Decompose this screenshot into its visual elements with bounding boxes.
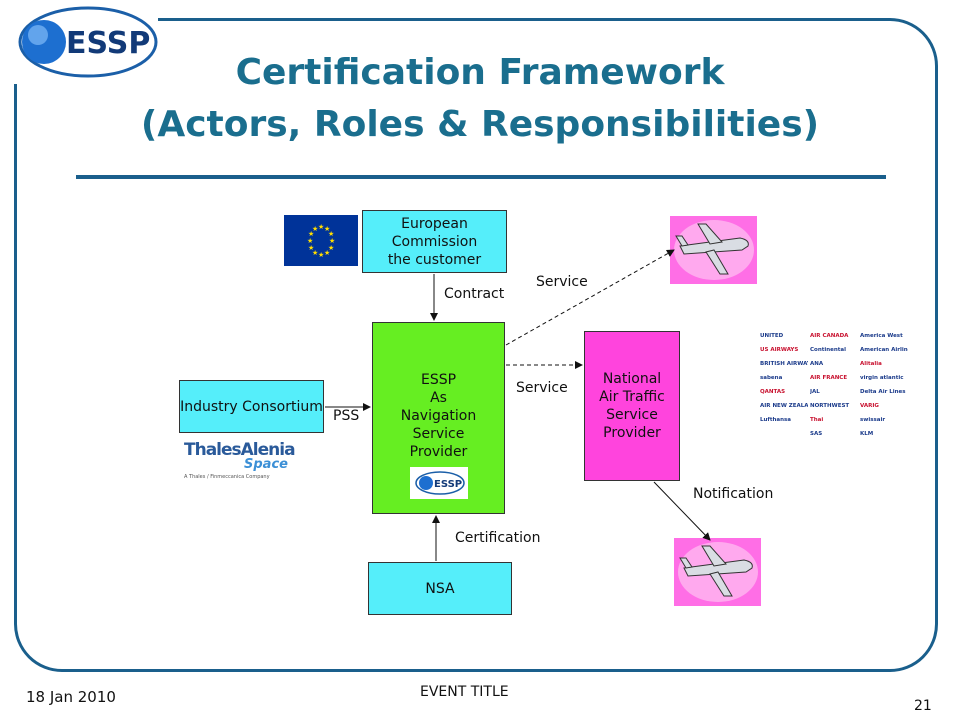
slide-title-line-2: (Actors, Roles & Responsibilities) xyxy=(140,104,820,145)
airline-logo: AIR NEW ZEALAND xyxy=(760,403,808,409)
notification-label: Notification xyxy=(693,486,774,502)
airline-logo: AIR CANADA xyxy=(810,333,849,339)
essp-line-3: Navigation xyxy=(400,408,477,424)
airline-logo: JAL xyxy=(810,389,820,395)
eu-flag-icon: ★★★ ★★★ ★★★ ★★★ xyxy=(284,215,358,266)
airline-logo: AIR FRANCE xyxy=(810,375,848,381)
svg-text:★: ★ xyxy=(312,249,318,257)
airline-logo: SAS xyxy=(810,431,823,437)
airline-logo: UNITED xyxy=(760,333,784,339)
ec-line-2: Commission xyxy=(391,233,478,250)
svg-text:★: ★ xyxy=(329,237,335,245)
airline-logo: QANTAS xyxy=(760,389,786,395)
essp-line-1: ESSP xyxy=(420,372,457,388)
airline-logo: Delta Air Lines xyxy=(860,389,906,395)
airline-logo: Lufthansa xyxy=(760,417,791,423)
essp-logo: ESSP xyxy=(18,6,158,78)
slide-title-line-1: Certification Framework xyxy=(235,52,725,93)
svg-text:★: ★ xyxy=(318,251,324,259)
national-air-traffic-service-provider-box: National Air Traffic Service Provider xyxy=(584,331,680,481)
nsa-box: NSA xyxy=(368,562,512,615)
svg-text:★: ★ xyxy=(318,223,324,231)
airplane-image-bottom xyxy=(674,538,761,606)
natsp-line-3: Service xyxy=(606,407,658,423)
industry-consortium-box: Industry Consortium xyxy=(179,380,324,433)
slide-frame xyxy=(14,18,938,672)
essp-navigation-service-provider-box: ESSP As Navigation Service Provider ESSP xyxy=(372,322,505,514)
airline-logo: swissair xyxy=(860,417,886,423)
airline-logo: US AIRWAYS xyxy=(760,347,799,353)
svg-text:★: ★ xyxy=(312,225,318,233)
service-label-mid: Service xyxy=(516,380,568,396)
service-label-top: Service xyxy=(536,274,588,290)
essp-small-logo: ESSP xyxy=(409,467,468,499)
svg-text:★: ★ xyxy=(328,230,334,238)
ec-line-1: European xyxy=(401,215,468,232)
svg-text:★: ★ xyxy=(308,244,314,252)
essp-small-logo-text: ESSP xyxy=(434,479,462,490)
thales-logo-line-2: Space xyxy=(244,457,288,472)
svg-text:★: ★ xyxy=(328,244,334,252)
airline-logo: KLM xyxy=(860,431,874,437)
airline-logo: American Airlines xyxy=(860,347,908,353)
european-commission-box: European Commission the customer xyxy=(362,210,507,273)
essp-line-2: As xyxy=(430,390,447,406)
contract-label: Contract xyxy=(444,286,505,302)
airline-logo: NORTHWEST xyxy=(810,403,850,409)
airline-logo: Alitalia xyxy=(860,361,882,367)
page-number: 21 xyxy=(914,698,932,714)
thales-alenia-space-logo: ThalesAlenia Space A Thales / Finmeccani… xyxy=(184,440,296,486)
essp-logo-text: ESSP xyxy=(66,26,150,61)
svg-text:★: ★ xyxy=(324,249,330,257)
airline-logos: UNITED AIR CANADA America West US AIRWAYS Co… xyxy=(760,330,910,444)
footer-date: 18 Jan 2010 xyxy=(26,688,116,706)
svg-text:★: ★ xyxy=(308,230,314,238)
pss-label: PSS xyxy=(333,408,360,424)
thales-logo-line-1: ThalesAlenia xyxy=(184,440,296,460)
airline-logo: VARIG xyxy=(860,403,879,409)
essp-line-5: Provider xyxy=(409,444,468,460)
airline-logo: sabena xyxy=(760,375,783,381)
title-underline xyxy=(76,175,886,179)
svg-text:★: ★ xyxy=(307,237,313,245)
airplane-image-top xyxy=(670,216,757,284)
industry-consortium-label: Industry Consortium xyxy=(180,398,323,415)
airline-logo: virgin atlantic xyxy=(860,375,904,381)
ec-line-3: the customer xyxy=(387,251,482,268)
natsp-line-2: Air Traffic xyxy=(599,389,665,405)
natsp-line-4: Provider xyxy=(603,425,661,441)
notification-arrow xyxy=(653,481,711,541)
certification-label: Certification xyxy=(455,530,541,546)
nsa-label: NSA xyxy=(425,580,455,597)
airline-logo: America West xyxy=(860,333,903,339)
svg-text:★: ★ xyxy=(324,225,330,233)
natsp-line-1: National xyxy=(602,371,662,387)
footer-event-title: EVENT TITLE xyxy=(420,684,509,700)
airline-logo: Continental xyxy=(810,347,847,353)
thales-logo-tagline: A Thales / Finmeccanica Company xyxy=(184,474,270,480)
airline-logo: BRITISH AIRWAYS xyxy=(760,361,808,367)
airline-logo: Thai xyxy=(810,417,824,423)
service-dashed-arrow-top xyxy=(505,249,675,346)
airline-logo: ANA xyxy=(810,361,824,367)
essp-line-4: Service xyxy=(412,426,465,442)
